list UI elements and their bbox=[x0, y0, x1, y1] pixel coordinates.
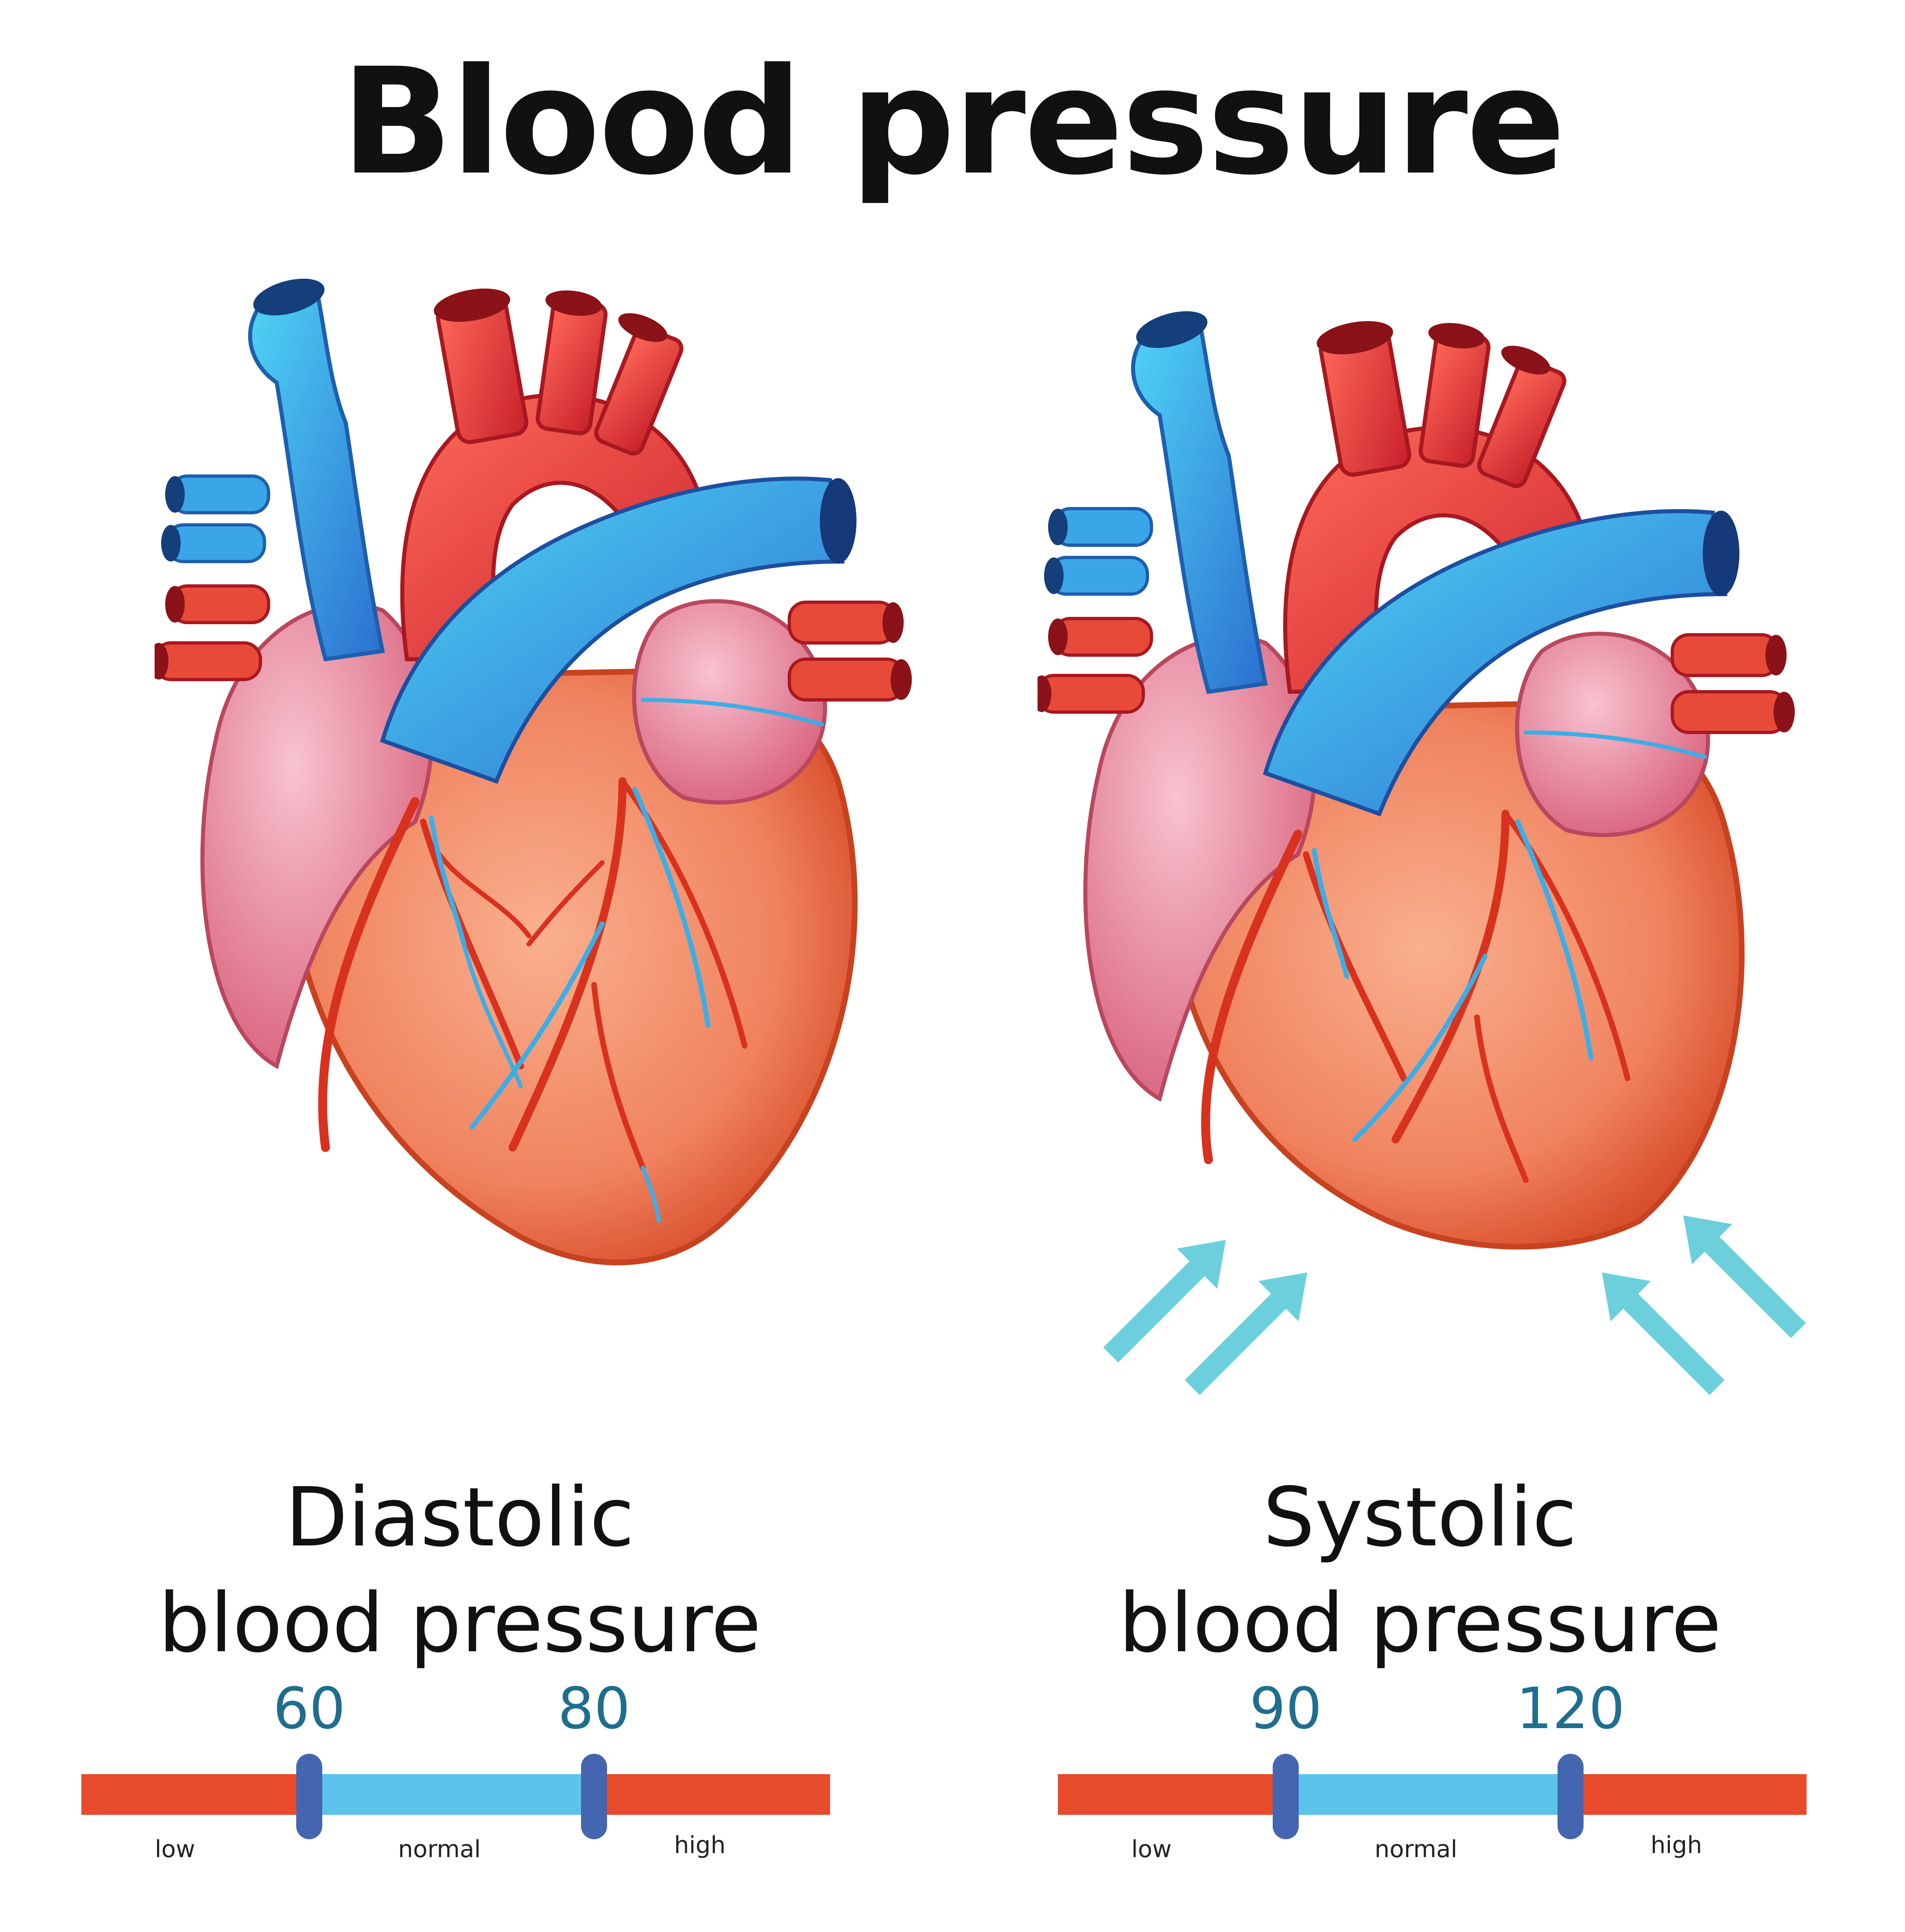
page-title: Blood pressure bbox=[341, 37, 1565, 207]
diastolic-scale: 60 80 low normal high bbox=[81, 1676, 830, 1863]
scale-high-label: high bbox=[1650, 1831, 1702, 1859]
scale-marker-low bbox=[296, 1754, 322, 1839]
scale-normal-segment bbox=[1286, 1774, 1571, 1815]
compression-arrows bbox=[1103, 1215, 1806, 1395]
scale-low-value: 60 bbox=[273, 1676, 346, 1742]
scale-normal-segment bbox=[309, 1774, 594, 1815]
scale-high-value: 120 bbox=[1516, 1676, 1625, 1742]
arrow-icon bbox=[1602, 1272, 1725, 1395]
scale-marker-low bbox=[1273, 1754, 1299, 1839]
scale-high-segment bbox=[594, 1774, 830, 1815]
scale-low-value: 90 bbox=[1249, 1676, 1322, 1742]
diastolic-caption-line2: blood pressure bbox=[158, 1576, 761, 1671]
heart-diastolic-illustration bbox=[155, 278, 912, 1265]
side-vessels bbox=[155, 474, 912, 702]
scale-marker-high bbox=[581, 1754, 607, 1839]
diastolic-caption: Diastolic blood pressure bbox=[33, 1465, 887, 1676]
scale-low-segment bbox=[1058, 1774, 1286, 1815]
arrow-icon bbox=[1184, 1272, 1307, 1395]
scale-high-label: high bbox=[674, 1831, 726, 1859]
vena-cava-shape bbox=[248, 278, 385, 662]
scale-marker-high bbox=[1558, 1754, 1584, 1839]
diastolic-caption-line1: Diastolic bbox=[285, 1470, 635, 1565]
arrow-icon bbox=[1103, 1240, 1226, 1363]
scale-normal-label: normal bbox=[398, 1835, 481, 1863]
scale-low-segment bbox=[81, 1774, 309, 1815]
arrow-icon bbox=[1683, 1215, 1806, 1338]
pulmonary-artery-shape bbox=[380, 476, 856, 784]
heart-systolic-illustration bbox=[1038, 311, 1795, 1250]
systolic-caption-line2: blood pressure bbox=[1119, 1576, 1721, 1671]
vena-cava-shape bbox=[1131, 311, 1268, 694]
systolic-caption-line1: Systolic bbox=[1263, 1470, 1577, 1565]
systolic-scale: 90 120 low normal high bbox=[1058, 1676, 1807, 1863]
coronary-vessels bbox=[318, 698, 824, 1223]
right-atrium-shape bbox=[1515, 632, 1710, 837]
right-atrium-shape bbox=[632, 599, 827, 805]
scale-high-segment bbox=[1571, 1774, 1807, 1815]
side-vessels bbox=[1038, 507, 1795, 734]
scale-low-label: low bbox=[155, 1835, 195, 1863]
scale-normal-label: normal bbox=[1374, 1835, 1457, 1863]
scale-high-value: 80 bbox=[557, 1676, 631, 1742]
systolic-caption: Systolic blood pressure bbox=[993, 1465, 1847, 1676]
pulmonary-artery-shape bbox=[1263, 509, 1739, 817]
coronary-vessels bbox=[1201, 730, 1707, 1183]
scale-low-label: low bbox=[1131, 1835, 1172, 1863]
